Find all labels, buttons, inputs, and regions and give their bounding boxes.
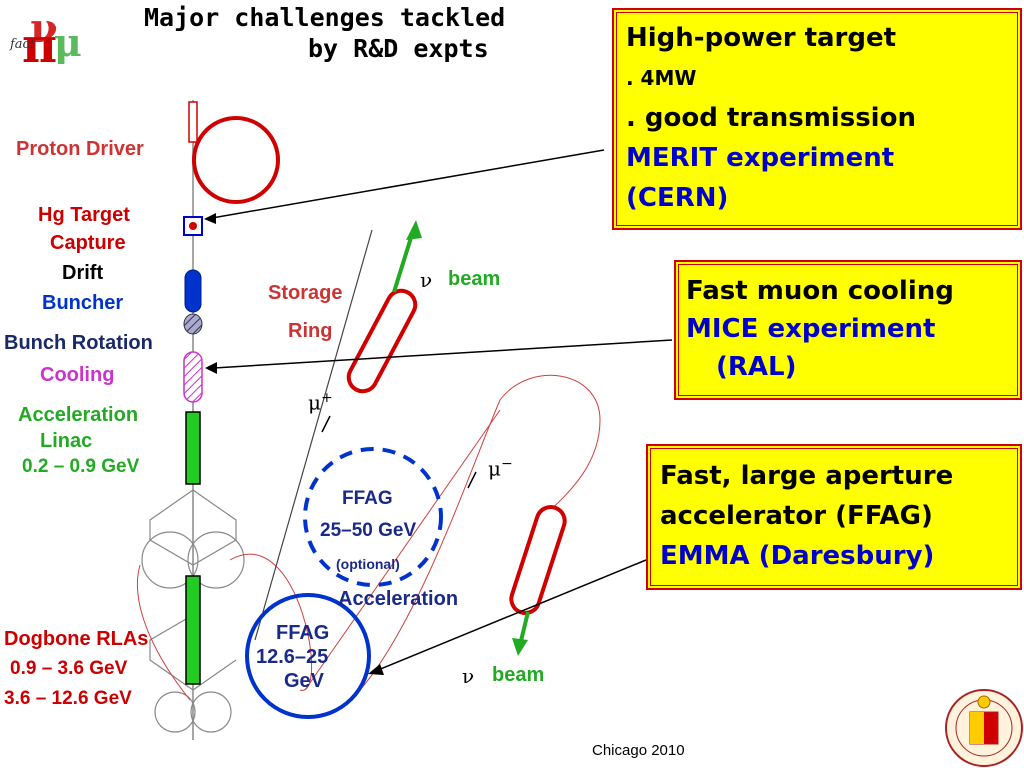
title-line-1: Major challenges tackled [144, 3, 506, 32]
dogbone-arc-top-outline [149, 489, 237, 566]
label-ffag-energy: 12.6–25 [256, 646, 329, 668]
box-cooling-line-2: MICE experiment [686, 314, 936, 344]
box-target-line-2: . 4MW [626, 66, 697, 90]
logo-pi-glyph: π [22, 18, 57, 74]
storage-ring-bottom [509, 505, 567, 615]
proton-linac-segment [188, 101, 198, 143]
box-ffag-accelerator: Fast, large aperture accelerator (FFAG) … [646, 444, 1022, 590]
university-seal [945, 689, 1023, 767]
box-ffag-line-2: accelerator (FFAG) [660, 501, 933, 531]
label-ffag-optional-name: FFAG [342, 488, 393, 509]
label-linac-energy: 0.2 – 0.9 GeV [22, 456, 140, 477]
mu-minus-symbol: μ [488, 456, 501, 481]
label-rla-2: 3.6 – 12.6 GeV [4, 688, 132, 709]
title-line-2: by R&D expts [308, 34, 489, 63]
muon-minus-transfer-line [304, 409, 501, 691]
box-target-line-1: High-power target [626, 23, 897, 53]
label-ffag-optional-energy: 25–50 GeV [320, 520, 417, 541]
label-nu-top: ν [420, 268, 433, 292]
linac-element [185, 411, 201, 485]
label-acceleration-2: Acceleration [338, 588, 459, 610]
neutrino-beam-top-arrowhead [406, 220, 422, 240]
label-dogbone: Dogbone RLAs [4, 628, 149, 650]
cooling-element [183, 351, 203, 403]
dogbone-rla-linac [185, 575, 201, 685]
label-bunch-rotation: Bunch Rotation [4, 332, 153, 354]
mu-plus-sup: + [321, 390, 333, 406]
slide-title: Major challenges tackled by R&D expts [120, 2, 580, 64]
label-mu-minus: μ− [488, 456, 513, 481]
box-high-power-target: High-power target . 4MW . good transmiss… [612, 8, 1022, 230]
ffag-optional-ring [303, 447, 443, 587]
pointer-ffag-head [368, 664, 384, 675]
label-capture: Capture [50, 232, 126, 254]
neutrino-beam-bottom-arrowhead [512, 638, 528, 656]
dogbone-bottom-loop-right [190, 691, 232, 733]
pointer-target [211, 149, 605, 219]
buncher-element [184, 269, 202, 313]
dogbone-bottom-loop-left [154, 691, 196, 733]
label-ffag-name: FFAG [276, 622, 330, 644]
storage-ring-top [346, 288, 418, 394]
label-linac: Linac [40, 430, 93, 452]
transfer-line-left [136, 564, 191, 701]
dogbone-loop-right [187, 531, 245, 589]
dogbone-arc-bottom-right [192, 659, 237, 691]
label-cooling: Cooling [40, 364, 115, 386]
mu-plus-symbol: μ [308, 390, 321, 415]
label-rla-1: 0.9 – 3.6 GeV [10, 658, 128, 679]
return-loop-line [359, 374, 601, 691]
pointer-cooling [213, 339, 673, 369]
pointer-target-head [204, 213, 216, 224]
logo-nu-glyph: ν [30, 5, 58, 52]
label-ffag-optional-note: (optional) [336, 556, 400, 572]
mu-minus-arrow [467, 471, 477, 489]
footer-text: Chicago 2010 [592, 742, 685, 759]
ffag-ring [245, 593, 371, 719]
muon-plus-transfer-line [254, 229, 373, 641]
box-target-line-5: (CERN) [626, 183, 729, 213]
neutrino-factory-logo: π ν μ fact [9, 5, 82, 74]
bunch-rotation-element [183, 313, 203, 335]
box-cooling-line-3: (RAL) [716, 352, 797, 382]
label-beam-bottom: beam [492, 664, 545, 686]
label-hg-target: Hg Target [38, 204, 130, 226]
box-fast-muon-cooling: Fast muon cooling MICE experiment (RAL) [674, 260, 1022, 400]
label-ring: Ring [288, 320, 333, 342]
label-storage: Storage [268, 282, 343, 304]
label-buncher: Buncher [42, 292, 124, 314]
box-cooling-line-1: Fast muon cooling [686, 276, 954, 306]
pointer-ffag [377, 559, 647, 671]
label-drift: Drift [62, 262, 104, 284]
label-ffag-unit: GeV [284, 670, 325, 692]
box-target-line-4: MERIT experiment [626, 143, 895, 173]
label-mu-plus: μ+ [308, 390, 333, 415]
mu-plus-arrow [321, 415, 331, 433]
proton-driver-ring [192, 116, 280, 204]
hg-target-dot [189, 222, 197, 230]
dogbone-loop-left [141, 531, 199, 589]
box-ffag-line-1: Fast, large aperture [660, 461, 954, 491]
logo-text: fact [9, 37, 36, 52]
label-beam-top: beam [448, 268, 501, 290]
box-target-line-3: . good transmission [626, 103, 916, 133]
label-proton-driver: Proton Driver [16, 138, 144, 160]
label-acceleration: Acceleration [18, 404, 139, 426]
label-nu-bottom: ν [462, 664, 475, 688]
logo-mu-glyph: μ [54, 20, 82, 65]
box-ffag-line-3: EMMA (Daresbury) [660, 541, 935, 571]
pointer-cooling-head [205, 362, 217, 374]
mu-minus-sup: − [501, 456, 513, 472]
